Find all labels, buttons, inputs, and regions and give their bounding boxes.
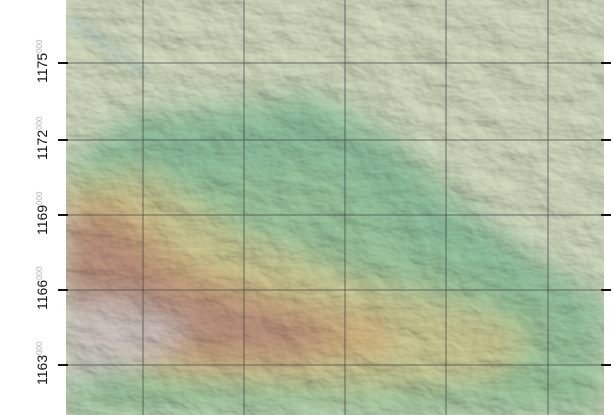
elevation-layer (66, 0, 604, 415)
y-tick-major: 1169 (34, 204, 50, 235)
y-tick-label: 1175000 (30, 39, 50, 83)
y-tick-mark-right (601, 62, 611, 64)
y-tick-minor: 000 (35, 266, 44, 280)
y-tick-minor: 000 (35, 191, 44, 205)
hillshade-overlay (66, 0, 604, 415)
y-tick-label: 1172000 (30, 116, 50, 160)
y-tick-mark-left (58, 214, 68, 216)
y-tick-minor: 000 (35, 39, 44, 53)
y-tick-minor: 000 (35, 116, 44, 130)
y-tick-mark-left (58, 364, 68, 366)
y-tick-label: 1163000 (30, 341, 50, 385)
y-tick-mark-right (601, 214, 611, 216)
coordinate-grid (66, 0, 604, 415)
y-tick-minor: 000 (35, 341, 44, 355)
hillshade-terrain-map (66, 0, 604, 415)
y-tick-mark-right (601, 289, 611, 291)
map-canvas[interactable] (66, 0, 604, 415)
river-channel (66, 17, 148, 78)
y-tick-mark-left (58, 289, 68, 291)
y-tick-mark-right (601, 364, 611, 366)
y-tick-mark-right (601, 139, 611, 141)
y-tick-mark-left (58, 139, 68, 141)
y-tick-major: 1172 (34, 129, 50, 160)
y-tick-mark-left (58, 62, 68, 64)
y-tick-major: 1175 (34, 52, 50, 83)
y-tick-major: 1166 (34, 279, 50, 310)
y-tick-label: 1169000 (30, 191, 50, 235)
y-tick-major: 1163 (34, 354, 50, 385)
y-tick-label: 1166000 (30, 266, 50, 310)
